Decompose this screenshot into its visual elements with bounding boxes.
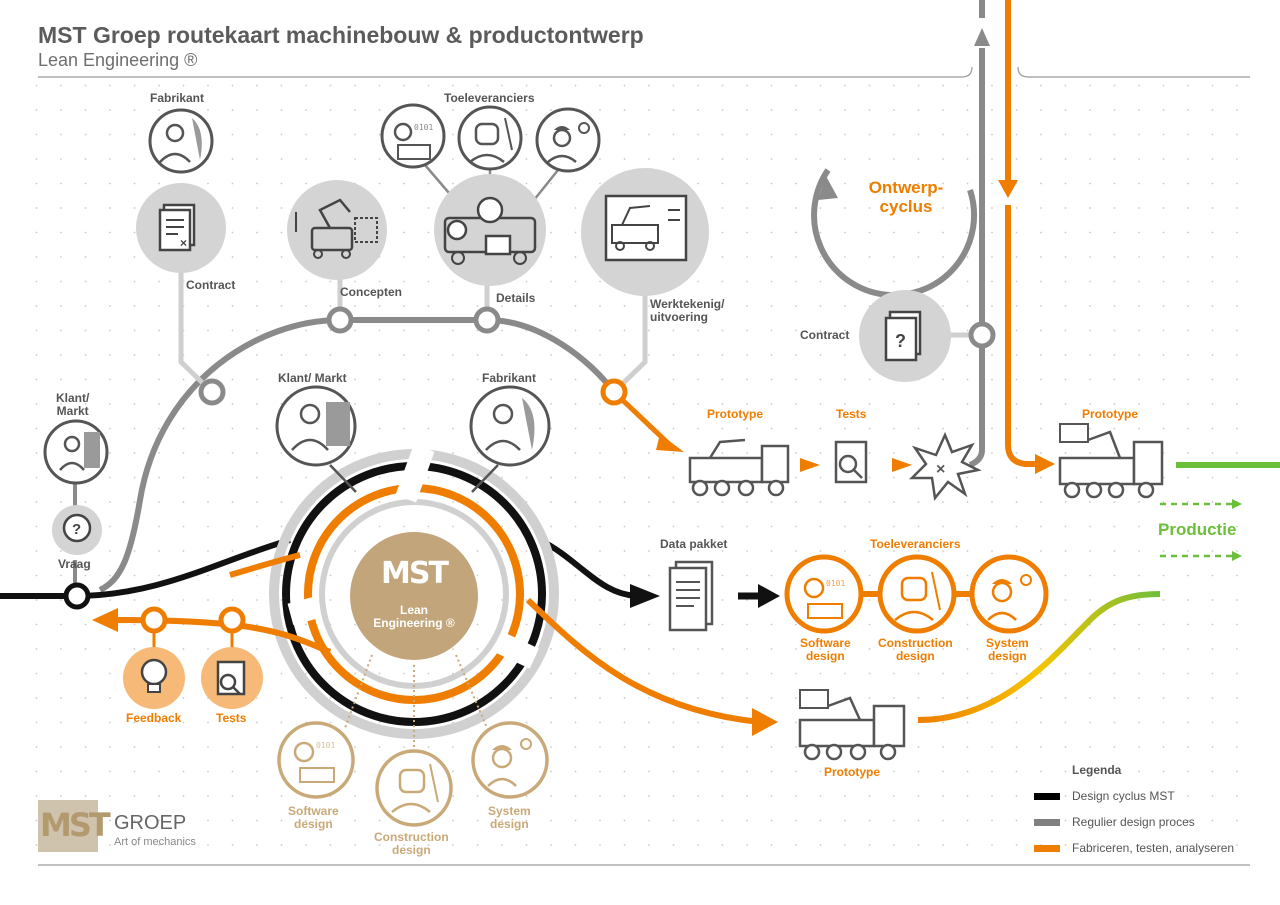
system-design-orange-icon xyxy=(969,554,1049,634)
label-construction-design-gold: Construction design xyxy=(374,830,449,857)
label-system-design-orange: System design xyxy=(986,636,1029,663)
legend-label: Regulier design proces xyxy=(1072,815,1195,829)
node-feedback xyxy=(140,606,168,634)
label-fabrikant-top: Fabrikant xyxy=(150,91,205,105)
construction-design-gold-icon xyxy=(375,749,453,827)
fabrikant-center-icon xyxy=(469,385,551,467)
legend-title: Legenda xyxy=(1072,763,1122,777)
label-software-design-orange: Software design xyxy=(800,636,851,663)
system-design-gold-icon xyxy=(471,721,549,799)
grey-arc xyxy=(98,317,617,593)
label-prototype-1: Prototype xyxy=(707,407,764,421)
label-ontwerp-cyclus: Ontwerp- cyclus xyxy=(868,178,944,216)
svg-text:×: × xyxy=(936,461,945,478)
label-klant-markt-left: Klant/ Markt xyxy=(56,391,90,418)
legend-swatch xyxy=(1034,844,1060,852)
page-subtitle: Lean Engineering ® xyxy=(38,50,198,70)
label-contract-right: Contract xyxy=(800,328,850,342)
label-klant-markt-center: Klant/ Markt xyxy=(278,371,347,385)
legend-label: Fabriceren, testen, analyseren xyxy=(1072,841,1235,855)
node-werktekening xyxy=(600,378,628,406)
label-prototype-right: Prototype xyxy=(1082,407,1139,421)
technician-icon xyxy=(535,107,601,173)
legend-item: Fabriceren, testen, analyseren xyxy=(1034,841,1234,855)
blueprint-icon xyxy=(581,168,709,296)
truck-crane-icon xyxy=(688,438,790,497)
label-details: Details xyxy=(496,291,536,305)
lightbulb-icon xyxy=(123,647,185,709)
label-productie: Productie xyxy=(1158,520,1237,539)
welder-icon xyxy=(457,105,523,171)
label-tests-1: Tests xyxy=(836,407,867,421)
legend-swatch xyxy=(1034,792,1060,800)
svg-text:0101: 0101 xyxy=(316,741,335,750)
svg-text:0101: 0101 xyxy=(826,579,845,588)
label-prototype-bottom: Prototype xyxy=(824,765,881,779)
data-package-icon xyxy=(668,560,714,632)
label-werktekening: Werktekenig/ uitvoering xyxy=(650,297,725,324)
machine-details-icon xyxy=(434,174,546,286)
node-tests xyxy=(218,606,246,634)
klant-markt-left-icon xyxy=(43,419,109,485)
svg-text:0101: 0101 xyxy=(414,123,433,132)
lean-engineering-core: MST Lean Engineering ® xyxy=(350,532,478,660)
label-construction-design-orange: Construction design xyxy=(878,636,953,663)
vraag-question-icon: ? xyxy=(52,505,102,555)
node-vraag xyxy=(63,582,91,610)
software-design-orange-icon: 0101 xyxy=(784,554,864,634)
node-details xyxy=(473,306,501,334)
legend-label: Design cyclus MST xyxy=(1072,789,1175,803)
label-data-pakket: Data pakket xyxy=(660,537,728,551)
label-toeleveranciers-top: Toeleveranciers xyxy=(444,91,535,105)
mst-core-label: Lean Engineering ® xyxy=(373,603,455,630)
klant-markt-center-icon xyxy=(275,385,357,467)
truck-prototype-right-icon xyxy=(1058,423,1164,499)
node-contract xyxy=(198,378,226,406)
software-design-gold-icon: 0101 xyxy=(277,721,355,799)
brand-name: GROEP xyxy=(114,812,187,834)
label-system-design-gold: System design xyxy=(488,804,531,831)
svg-text:×: × xyxy=(180,236,187,250)
concept-robot-icon xyxy=(287,180,387,280)
truck-prototype-bottom-icon xyxy=(798,689,906,761)
construction-design-orange-icon xyxy=(877,554,957,634)
label-vraag: Vraag xyxy=(58,557,91,571)
node-concepten xyxy=(326,306,354,334)
label-feedback: Feedback xyxy=(126,711,182,725)
brand-tagline: Art of mechanics xyxy=(114,836,196,848)
brand-logo-mark: MST xyxy=(40,806,111,844)
label-tests-left: Tests xyxy=(216,711,247,725)
legend-item: Regulier design proces xyxy=(1034,815,1195,829)
node-contract-right xyxy=(968,321,996,349)
person-icon xyxy=(148,108,214,174)
brand-logo-box xyxy=(38,800,98,852)
checklist-icon xyxy=(201,647,263,709)
checklist-test-icon xyxy=(834,440,868,484)
contract-question-icon: ? xyxy=(859,290,951,382)
label-toeleveranciers-orange: Toeleveranciers xyxy=(870,537,961,551)
label-fabrikant-center: Fabrikant xyxy=(482,371,537,385)
svg-text:?: ? xyxy=(72,521,81,538)
contract-icon-node: × xyxy=(136,183,226,273)
legend-swatch xyxy=(1034,818,1060,826)
label-software-design-gold: Software design xyxy=(288,804,339,831)
page-title: MST Groep routekaart machinebouw & produ… xyxy=(38,22,644,48)
explosion-icon: × xyxy=(908,431,982,501)
label-contract-left: Contract xyxy=(186,278,236,292)
mst-core-logo: MST xyxy=(381,556,449,591)
legend-item: Design cyclus MST xyxy=(1034,789,1175,803)
label-concepten: Concepten xyxy=(340,285,403,299)
svg-text:?: ? xyxy=(895,331,906,351)
software-engineer-icon: 0101 xyxy=(380,103,446,169)
